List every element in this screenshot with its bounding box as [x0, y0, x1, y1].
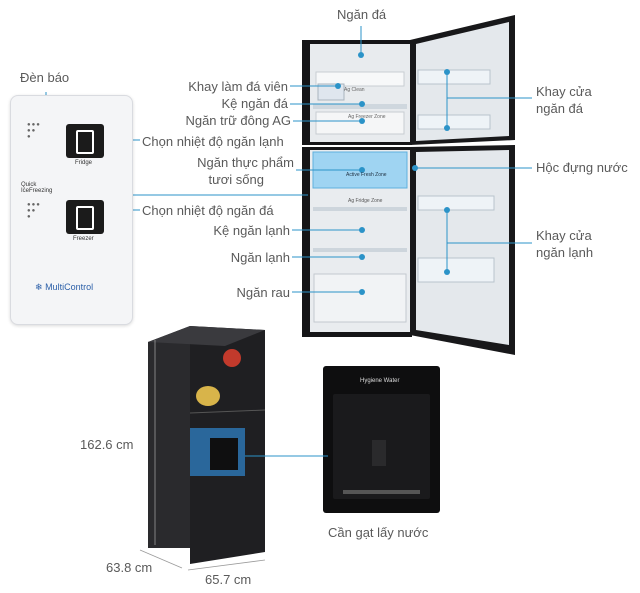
label-khay-cua-lanh-2: ngăn lạnh: [536, 245, 594, 260]
ag-freezer-zone-tag: Ag Freezer Zone: [348, 114, 386, 120]
closed-fridge-illustration: [148, 326, 266, 564]
depth-dimension-line: [139, 549, 183, 569]
multicontrol-logo: ❄ MultiControl: [35, 282, 93, 293]
freezer-temp-button[interactable]: [66, 200, 104, 234]
fridge-temp-button[interactable]: [66, 124, 104, 158]
open-fridge-illustration: [302, 15, 515, 355]
label-khay-cua-lanh-1: Khay cửa: [536, 228, 592, 243]
label-ngan-da: Ngăn đá: [337, 7, 387, 22]
dispenser-brand: Hygiene Water: [360, 378, 400, 384]
fridge-label: Fridge: [75, 160, 93, 166]
snowflake-icon: ❄: [35, 282, 43, 292]
ice-freezing-label: IceFreezing: [21, 188, 53, 194]
label-hoc-dung-nuoc: Hộc đựng nước: [536, 160, 628, 175]
freezer-label: Freezer: [73, 236, 94, 242]
indicator-leds-fridge: ●●●●●●: [27, 122, 41, 140]
label-ke-ngan-lanh: Kệ ngăn lạnh: [213, 223, 290, 238]
leader-dots: [335, 52, 450, 295]
width-dimension-line: [187, 559, 266, 571]
dimension-width: 65.7 cm: [205, 572, 252, 587]
ag-fridge-zone-tag: Ag Fridge Zone: [348, 198, 383, 204]
label-ngan-tru-dong: Ngăn trữ đông AG: [185, 113, 291, 128]
label-can-gat: Cần gạt lấy nước: [328, 525, 429, 540]
quick-freezing-label: Quick IceFreezing: [21, 182, 52, 194]
dimension-depth: 63.8 cm: [106, 560, 153, 575]
label-den-bao: Đèn báo: [20, 70, 70, 85]
fresh-zone-tag: Active Fresh Zone: [346, 172, 387, 178]
dimension-height: 162.6 cm: [80, 437, 134, 452]
multicontrol-brand: MultiControl: [45, 282, 94, 292]
label-chon-nhiet-da: Chọn nhiệt độ ngăn đá: [142, 203, 274, 218]
quick-label: Quick: [21, 182, 37, 188]
indicator-leds-freezer: ●●●●●●: [27, 202, 41, 220]
label-ngan-rau: Ngăn rau: [236, 285, 290, 300]
label-chon-nhiet-lanh: Chọn nhiệt độ ngăn lạnh: [142, 134, 284, 149]
label-ngan-thuc-pham-2: tươi sống: [208, 172, 264, 187]
water-dispenser-illustration: [323, 366, 440, 513]
label-ngan-thuc-pham-1: Ngăn thực phẩm: [197, 155, 294, 170]
label-khay-cua-da-2: ngăn đá: [536, 101, 583, 116]
label-khay-lam-da: Khay làm đá viên: [188, 79, 288, 94]
control-panel: ●●●●●● Quick IceFreezing ●●●●●● Fridge F…: [10, 95, 133, 325]
label-ngan-lanh: Ngăn lạnh: [230, 250, 290, 265]
label-khay-cua-da-1: Khay cửa: [536, 84, 592, 99]
ag-clean-tag: Ag Clean: [344, 87, 365, 93]
label-ke-ngan-da: Kệ ngăn đá: [221, 96, 288, 111]
